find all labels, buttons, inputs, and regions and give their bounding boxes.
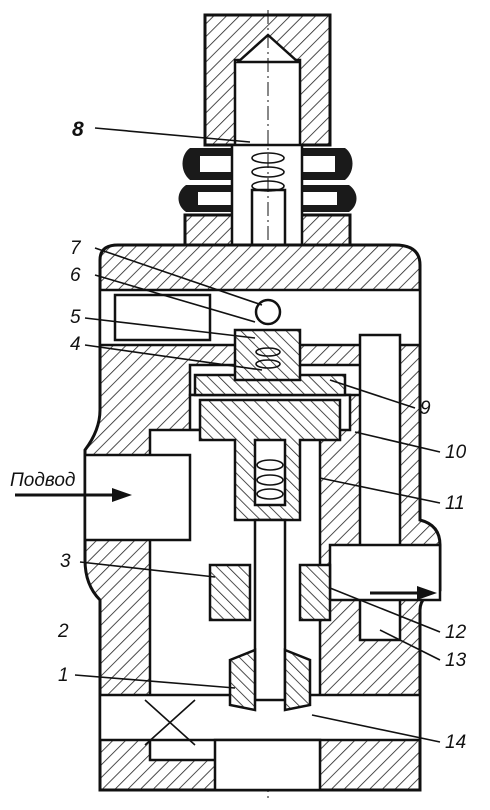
label-12: 12 (445, 622, 467, 643)
leader-lines (74, 127, 441, 743)
label-4: 4 (70, 334, 81, 355)
label-3: 3 (60, 551, 71, 572)
label-1: 1 (58, 665, 69, 686)
label-11: 11 (445, 493, 465, 514)
part-labels: 8 7 6 5 4 9 10 11 Подвод 3 12 2 13 1 14 (10, 118, 467, 753)
inlet-label: Подвод (10, 470, 75, 491)
piston-assembly (144, 298, 347, 746)
flow-arrows (15, 488, 437, 600)
label-10: 10 (445, 442, 467, 463)
label-9: 9 (420, 398, 431, 419)
label-5: 5 (70, 307, 81, 328)
label-2: 2 (57, 621, 69, 642)
label-6: 6 (70, 265, 81, 286)
label-14: 14 (445, 732, 466, 753)
label-8: 8 (72, 118, 84, 141)
label-7: 7 (70, 238, 82, 259)
label-13: 13 (445, 650, 467, 671)
